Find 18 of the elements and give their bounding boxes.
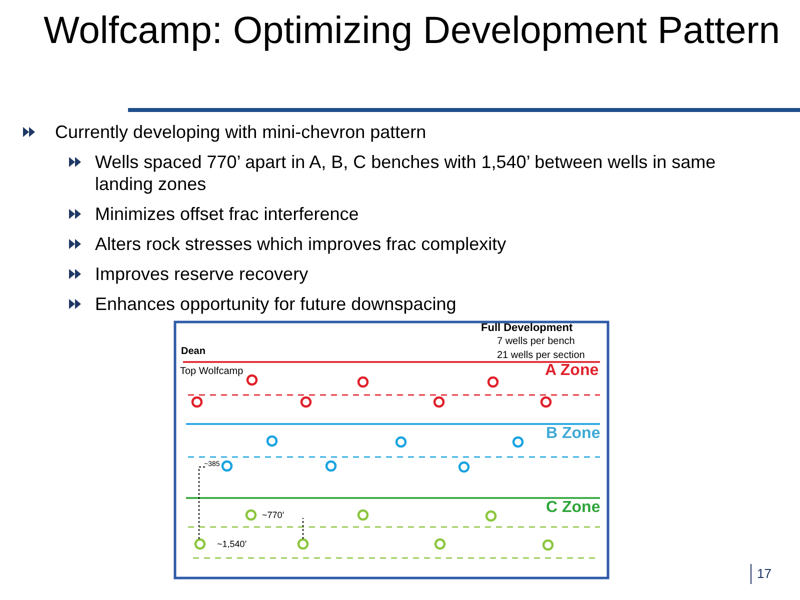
bullet-text: Alters rock stresses which improves frac complexity — [95, 233, 508, 255]
horizon-label: Dean — [181, 346, 206, 357]
diagram-note: 7 wells per bench — [497, 336, 575, 347]
zone-label: C Zone — [546, 499, 600, 517]
slide-title: Wolfcamp: Optimizing Development Pattern — [44, 9, 780, 54]
zone-label: A Zone — [545, 362, 599, 380]
dimension-label: ~1,540’ — [217, 539, 247, 549]
bullet-text: Currently developing with mini-chevron pattern — [55, 121, 428, 143]
dimension-label: ~770’ — [262, 510, 284, 520]
page-number: 17 — [757, 566, 772, 581]
bullet-text: Enhances opportunity for future downspacing — [95, 293, 458, 315]
bullet-text: Minimizes offset frac interference — [95, 203, 360, 225]
zone-label: B Zone — [546, 425, 600, 443]
bullet-text: Wells spaced 770’ apart in A, B, C benches with 1,540’ between wells in same landing zones — [95, 151, 717, 195]
bullet-text: Improves reserve recovery — [95, 263, 310, 285]
diagram-note: 21 wells per section — [497, 350, 585, 361]
diagram-note: Full Development — [481, 322, 573, 334]
horizon-label: Top Wolfcamp — [180, 366, 244, 377]
